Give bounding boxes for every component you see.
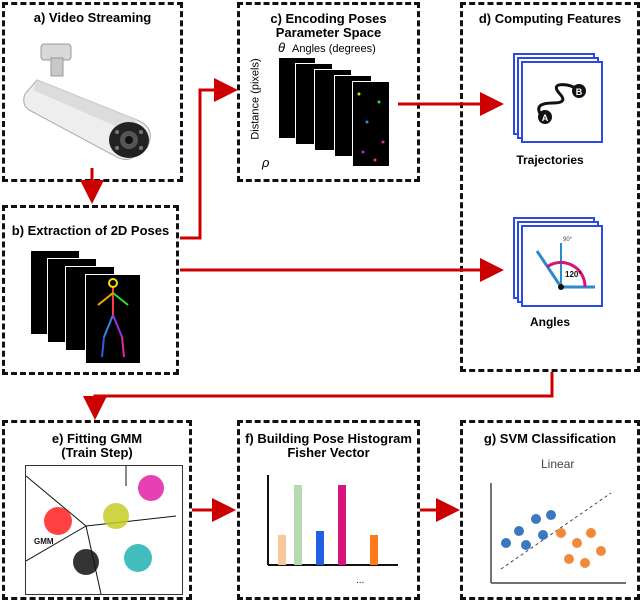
hist-bar <box>278 535 286 565</box>
theta-symbol: θ <box>278 40 286 55</box>
rho-axis-label: Distance (pixels) <box>249 58 262 140</box>
marker-a: A <box>542 113 549 123</box>
pose-frame <box>85 274 141 364</box>
panel-title: d) Computing Features <box>478 11 622 26</box>
histogram-chart: ... <box>267 475 398 586</box>
panel-computing-features: d) Computing Features A B Trajectories 9… <box>460 2 640 372</box>
rho-symbol: ρ <box>262 155 270 170</box>
gmm-clusters-plot: GMM <box>25 465 183 595</box>
param-frame <box>352 81 390 167</box>
panel-video-streaming: a) Video Streaming <box>2 2 183 182</box>
panel-subtitle: Fisher Vector <box>287 445 370 460</box>
linear-label: Linear <box>541 457 575 471</box>
angle-120-label: 120° <box>565 270 582 279</box>
trajectories-label: Trajectories <box>516 153 584 167</box>
angle-icon: 90° 120° <box>535 237 595 290</box>
panel-title: f) Building Pose Histogram <box>245 431 412 446</box>
cctv-camera-icon <box>23 43 151 161</box>
panel-pose-extraction: b) Extraction of 2D Poses <box>2 205 179 375</box>
svm-scatter-plot <box>490 483 626 584</box>
panel-pose-histogram: f) Building Pose Histogram Fisher Vector… <box>237 420 420 600</box>
ellipsis-label: ... <box>356 575 364 586</box>
feature-card: 90° 120° <box>521 225 603 307</box>
panel-title: a) Video Streaming <box>33 10 152 25</box>
parameter-points <box>357 92 385 162</box>
marker-b: B <box>576 87 583 97</box>
hist-bar <box>338 485 346 565</box>
panel-encoding-poses: c) Encoding Poses Parameter Space θ Angl… <box>237 2 420 182</box>
gmm-label: GMM <box>34 537 54 546</box>
hist-bar <box>294 485 302 565</box>
panel-title: g) SVM Classification <box>483 431 617 446</box>
panel-fitting-gmm: e) Fitting GMM (Train Step) GMM <box>2 420 192 600</box>
cluster-yellow <box>103 503 129 529</box>
angle-90-label: 90° <box>563 237 573 243</box>
panel-subtitle: Parameter Space <box>275 25 382 40</box>
panel-title: c) Encoding Poses <box>270 11 387 26</box>
panel-svm-classification: g) SVM Classification Linear <box>460 420 640 600</box>
angles-label: Angles <box>529 315 570 329</box>
cluster-cyan <box>124 544 152 572</box>
panel-title: e) Fitting GMM <box>51 431 143 446</box>
cluster-magenta <box>138 475 164 501</box>
hist-bar <box>316 531 324 565</box>
panel-title: b) Extraction of 2D Poses <box>11 223 170 238</box>
trajectory-icon: A B <box>537 83 586 124</box>
cluster-red <box>44 507 72 535</box>
hist-bar <box>370 535 378 565</box>
panel-subtitle: (Train Step) <box>61 445 133 460</box>
theta-axis-label: Angles (degrees) <box>292 43 376 55</box>
cluster-black <box>73 549 99 575</box>
feature-card: A B <box>521 61 603 143</box>
skeleton-icon <box>97 278 129 358</box>
